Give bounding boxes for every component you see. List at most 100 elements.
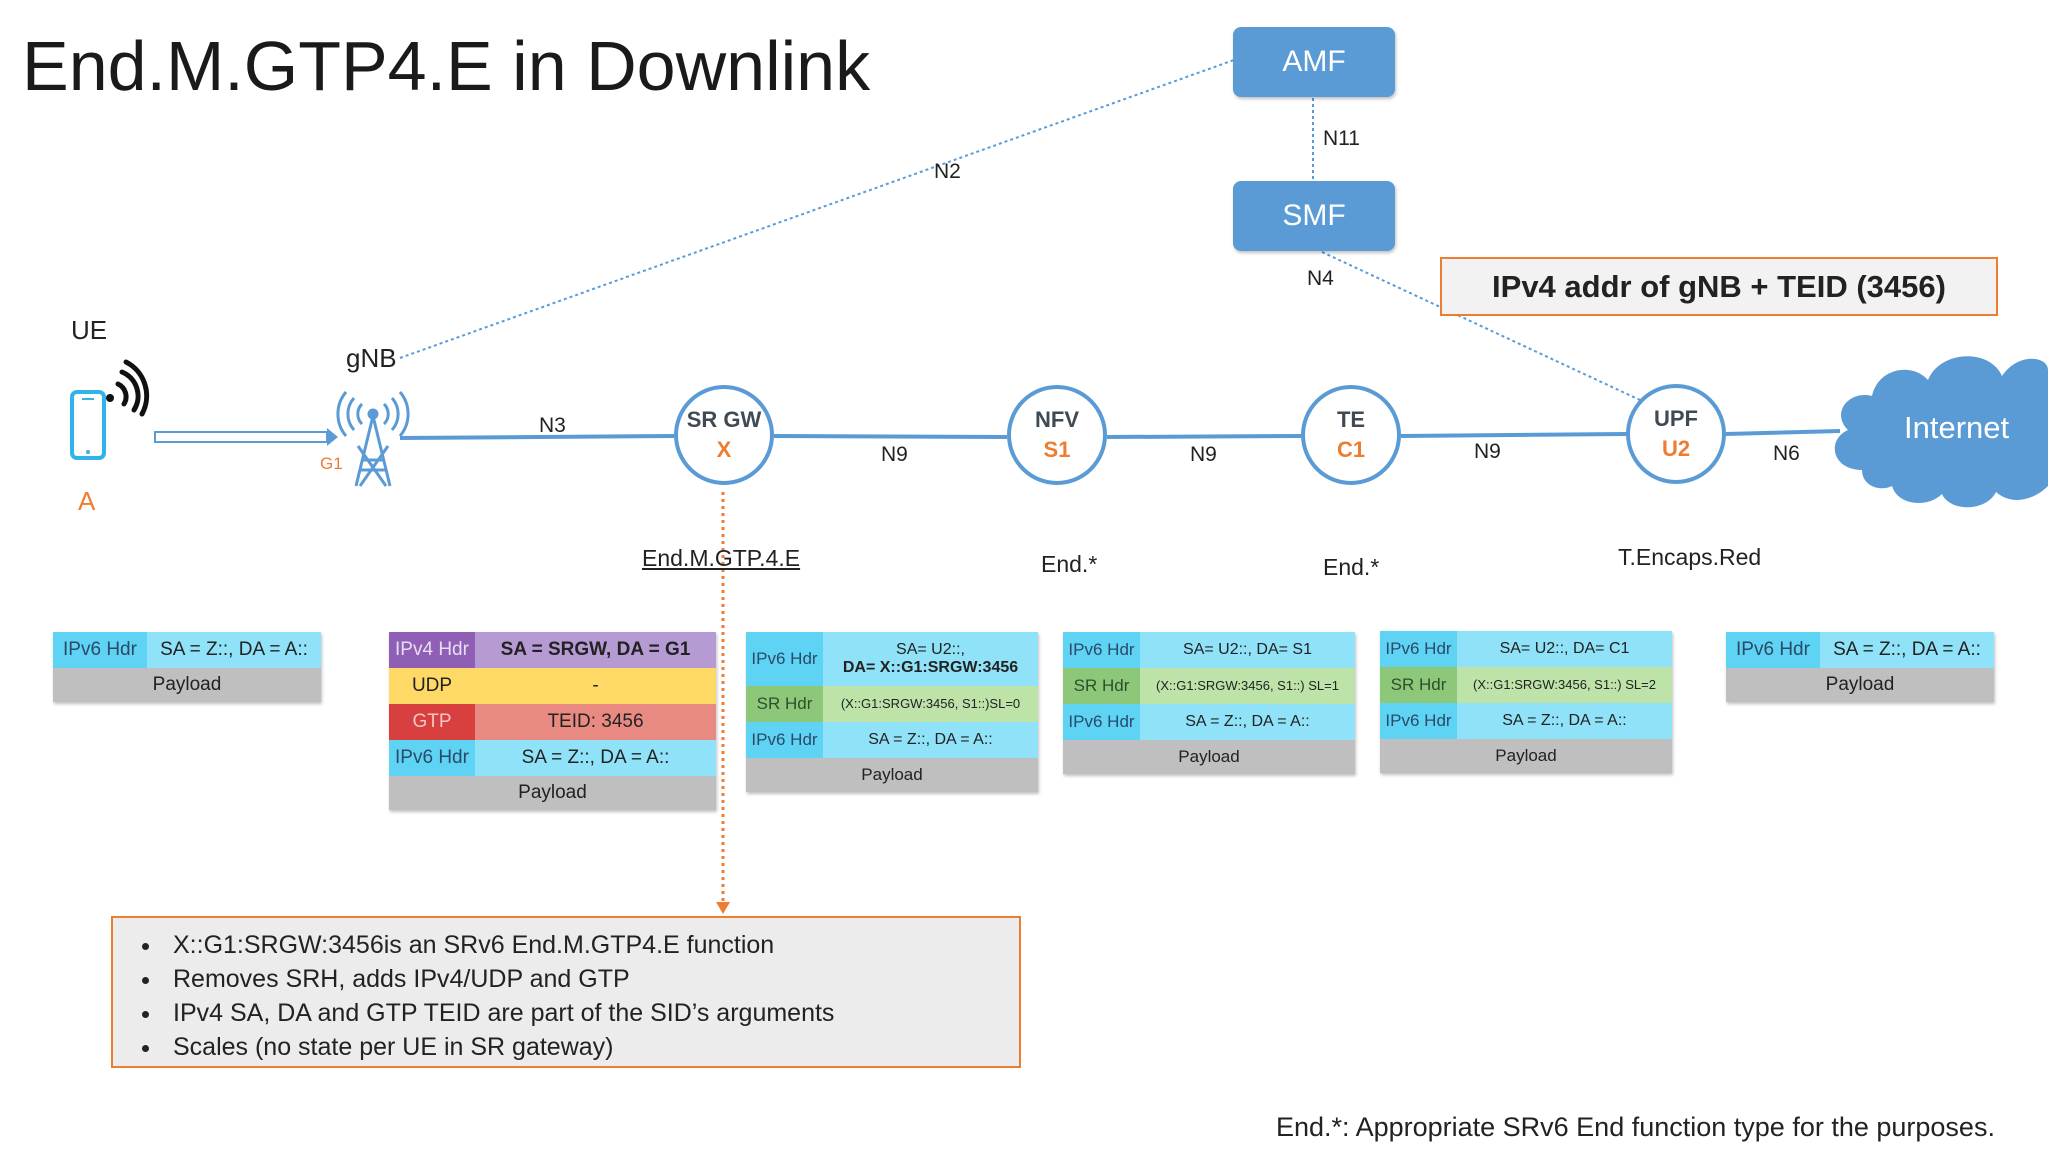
packet-row: IPv6 Hdr SA = Z::, DA = A:: (53, 632, 321, 668)
page-title: End.M.GTP4.E in Downlink (22, 27, 871, 105)
header-type: IPv6 Hdr (746, 632, 823, 686)
n9-link-a (773, 434, 1008, 439)
header-value: SA = Z::, DA = A:: (475, 740, 716, 776)
packet-row: SR Hdr (X::G1:SRGW:3456, S1::) SL=2 (1380, 667, 1672, 703)
n4-label: N4 (1307, 267, 1334, 290)
node-upf-sid: U2 (1661, 436, 1691, 461)
node-te-name: TE (1336, 407, 1366, 432)
notes-box: X::G1:SRGW:3456is an SRv6 End.M.GTP4.E f… (111, 916, 1021, 1068)
header-type: IPv6 Hdr (1380, 703, 1457, 739)
header-type: IPv4 Hdr (389, 632, 475, 668)
ue-sid: A (78, 486, 96, 516)
packet-internet: IPv6 Hdr SA = Z::, DA = A:: Payload (1726, 632, 1994, 702)
node-nfv-sid: S1 (1043, 437, 1071, 462)
header-value: SA = Z::, DA = A:: (1140, 704, 1355, 740)
packet-row: IPv4 Hdr SA = SRGW, DA = G1 (389, 632, 716, 668)
packet-row: IPv6 Hdr SA = Z::, DA = A:: (1380, 703, 1672, 739)
header-value: SA= U2::, DA= S1 (1140, 632, 1355, 668)
ue-arrow-shaft (154, 431, 328, 443)
internet-cloud-icon (1834, 356, 2048, 508)
node-nfv: NFV S1 (1007, 385, 1107, 485)
node-srgw-sid: X (716, 437, 732, 462)
header-value: (X::G1:SRGW:3456, S1::) SL=2 (1457, 667, 1672, 703)
srgw-notes-arrowhead (716, 902, 730, 914)
header-type: IPv6 Hdr (1726, 632, 1820, 668)
ue-arrow-head (327, 428, 338, 446)
header-type: SR Hdr (746, 686, 823, 722)
note-item: IPv4 SA, DA and GTP TEID are part of the… (163, 996, 1019, 1030)
header-value: SA = Z::, DA = A:: (823, 722, 1038, 758)
n9-label-b: N9 (1190, 443, 1217, 466)
ue-label: UE (71, 315, 108, 345)
n6-label: N6 (1773, 442, 1800, 465)
note-item: Scales (no state per UE in SR gateway) (163, 1030, 1019, 1064)
header-type: UDP (389, 668, 475, 704)
payload: Payload (746, 758, 1038, 792)
footnote: End.*: Appropriate SRv6 End function typ… (1276, 1112, 1995, 1142)
n9-link-c (1400, 432, 1627, 438)
phone-icon (70, 390, 106, 460)
header-type: IPv6 Hdr (53, 632, 147, 668)
packet-row: IPv6 Hdr SA = Z::, DA = A:: (1726, 632, 1994, 668)
gnb-sid: G1 (320, 454, 343, 473)
packet-row: IPv6 Hdr SA = Z::, DA = A:: (1063, 704, 1355, 740)
packet-row: GTP TEID: 3456 (389, 704, 716, 740)
teid-callout: IPv4 addr of gNB + TEID (3456) (1440, 257, 1998, 316)
upf-function-label: T.Encaps.Red (1618, 544, 1762, 570)
node-srgw: SR GW X (674, 385, 774, 485)
header-type: SR Hdr (1063, 668, 1140, 704)
note-item: X::G1:SRGW:3456is an SRv6 End.M.GTP4.E f… (163, 928, 1019, 962)
payload: Payload (1726, 668, 1994, 702)
antenna-tower-icon (336, 391, 410, 487)
n9-link-b (1106, 434, 1302, 439)
header-value: - (475, 668, 716, 704)
packet-row: IPv6 Hdr SA= U2::, DA= S1 (1063, 632, 1355, 668)
header-type: IPv6 Hdr (389, 740, 475, 776)
packet-row: IPv6 Hdr SA= U2::, DA= X::G1:SRGW:3456 (746, 632, 1038, 686)
gnb-label: gNB (346, 343, 397, 373)
srgw-function-label: End.M.GTP.4.E (642, 545, 801, 571)
header-type: IPv6 Hdr (1063, 704, 1140, 740)
header-type: GTP (389, 704, 475, 740)
packet-row: IPv6 Hdr SA= U2::, DA= C1 (1380, 631, 1672, 667)
packet-row: IPv6 Hdr SA = Z::, DA = A:: (389, 740, 716, 776)
n3-link (399, 434, 675, 440)
packet-te-in: IPv6 Hdr SA= U2::, DA= C1 SR Hdr (X::G1:… (1380, 631, 1672, 773)
header-value: (X::G1:SRGW:3456, S1::)SL=0 (823, 686, 1038, 722)
header-value: SA= U2::, DA= C1 (1457, 631, 1672, 667)
header-type: IPv6 Hdr (1063, 632, 1140, 668)
packet-nfv-in: IPv6 Hdr SA= U2::, DA= S1 SR Hdr (X::G1:… (1063, 632, 1355, 774)
node-upf: UPF U2 (1626, 384, 1726, 484)
header-value: TEID: 3456 (475, 704, 716, 740)
node-nfv-name: NFV (1035, 407, 1079, 432)
n2-link (399, 59, 1235, 359)
header-type: SR Hdr (1380, 667, 1457, 703)
n2-label: N2 (934, 160, 961, 183)
packet-gtp: IPv4 Hdr SA = SRGW, DA = G1 UDP - GTP TE… (389, 632, 716, 810)
header-value: SA = SRGW, DA = G1 (475, 632, 716, 668)
amf-box: AMF (1233, 27, 1395, 97)
n3-label: N3 (539, 414, 566, 437)
header-value: (X::G1:SRGW:3456, S1::) SL=1 (1140, 668, 1355, 704)
header-type: IPv6 Hdr (1380, 631, 1457, 667)
node-te: TE C1 (1301, 385, 1401, 485)
header-value: SA = Z::, DA = A:: (1820, 632, 1994, 668)
header-value-line: DA= X::G1:SRGW:3456 (842, 659, 1019, 676)
node-srgw-name: SR GW (686, 407, 762, 432)
notes-list: X::G1:SRGW:3456is an SRv6 End.M.GTP4.E f… (113, 928, 1019, 1064)
smf-box: SMF (1233, 181, 1395, 251)
note-item: Removes SRH, adds IPv4/UDP and GTP (163, 962, 1019, 996)
wifi-signal-icon (106, 359, 150, 417)
packet-row: SR Hdr (X::G1:SRGW:3456, S1::)SL=0 (746, 686, 1038, 722)
header-value: SA = Z::, DA = A:: (147, 632, 321, 668)
n9-label-c: N9 (1474, 440, 1501, 463)
teid-callout-text: IPv4 addr of gNB + TEID (3456) (1492, 268, 1946, 304)
packet-row: SR Hdr (X::G1:SRGW:3456, S1::) SL=1 (1063, 668, 1355, 704)
packet-row: UDP - (389, 668, 716, 704)
header-value: SA= U2::, DA= X::G1:SRGW:3456 (823, 632, 1038, 686)
smf-label: SMF (1282, 199, 1346, 232)
internet-label: Internet (1904, 410, 2010, 445)
payload: Payload (389, 776, 716, 810)
header-value-line: SA= U2::, (896, 641, 965, 658)
